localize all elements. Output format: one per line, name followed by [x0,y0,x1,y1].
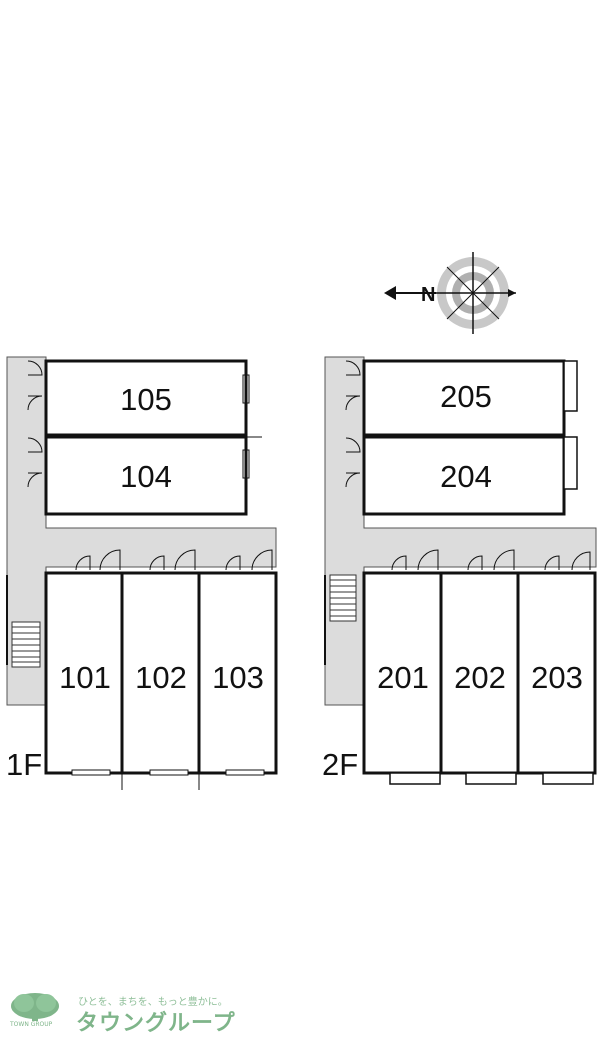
room-205: 205 [345,359,578,437]
compass-north-label: N [421,284,435,306]
brand-footer: TOWN GROUP ひとを、まちを、もっと豊かに。 タウングループ [6,991,266,1036]
room-label: 103 [212,660,264,695]
room-201: 201 [362,549,443,785]
stairs-1f [6,575,41,668]
brand-tagline: ひとを、まちを、もっと豊かに。 [78,997,228,1008]
floor-label-2f: 2F [322,747,358,782]
floor-label-1f: 1F [6,747,42,782]
tree-logo-icon [11,993,59,1021]
room-label: 205 [440,379,492,414]
room-104: 104 [27,435,262,516]
room-label: 102 [135,660,187,695]
room-103: 103 [197,549,278,790]
stairs-2f [324,574,357,665]
brand-name: タウングループ [76,1011,236,1036]
room-102: 102 [120,549,201,790]
room-101: 101 [44,549,124,776]
room-204: 204 [345,435,578,516]
floor-2f: 205 204 201 202 203 [322,356,597,785]
room-202: 202 [439,549,520,785]
room-label: 201 [377,660,429,695]
room-label: 101 [59,660,111,695]
logo-text: TOWN GROUP [10,1021,53,1028]
room-label: 105 [120,382,172,417]
floor-1f: 105 104 101 102 [6,356,278,790]
room-label: 202 [454,660,506,695]
room-label: 203 [531,660,583,695]
room-105: 105 [27,359,250,437]
compass-icon [384,252,516,334]
room-label: 104 [120,459,172,494]
room-label: 204 [440,459,492,494]
room-203: 203 [516,551,597,785]
